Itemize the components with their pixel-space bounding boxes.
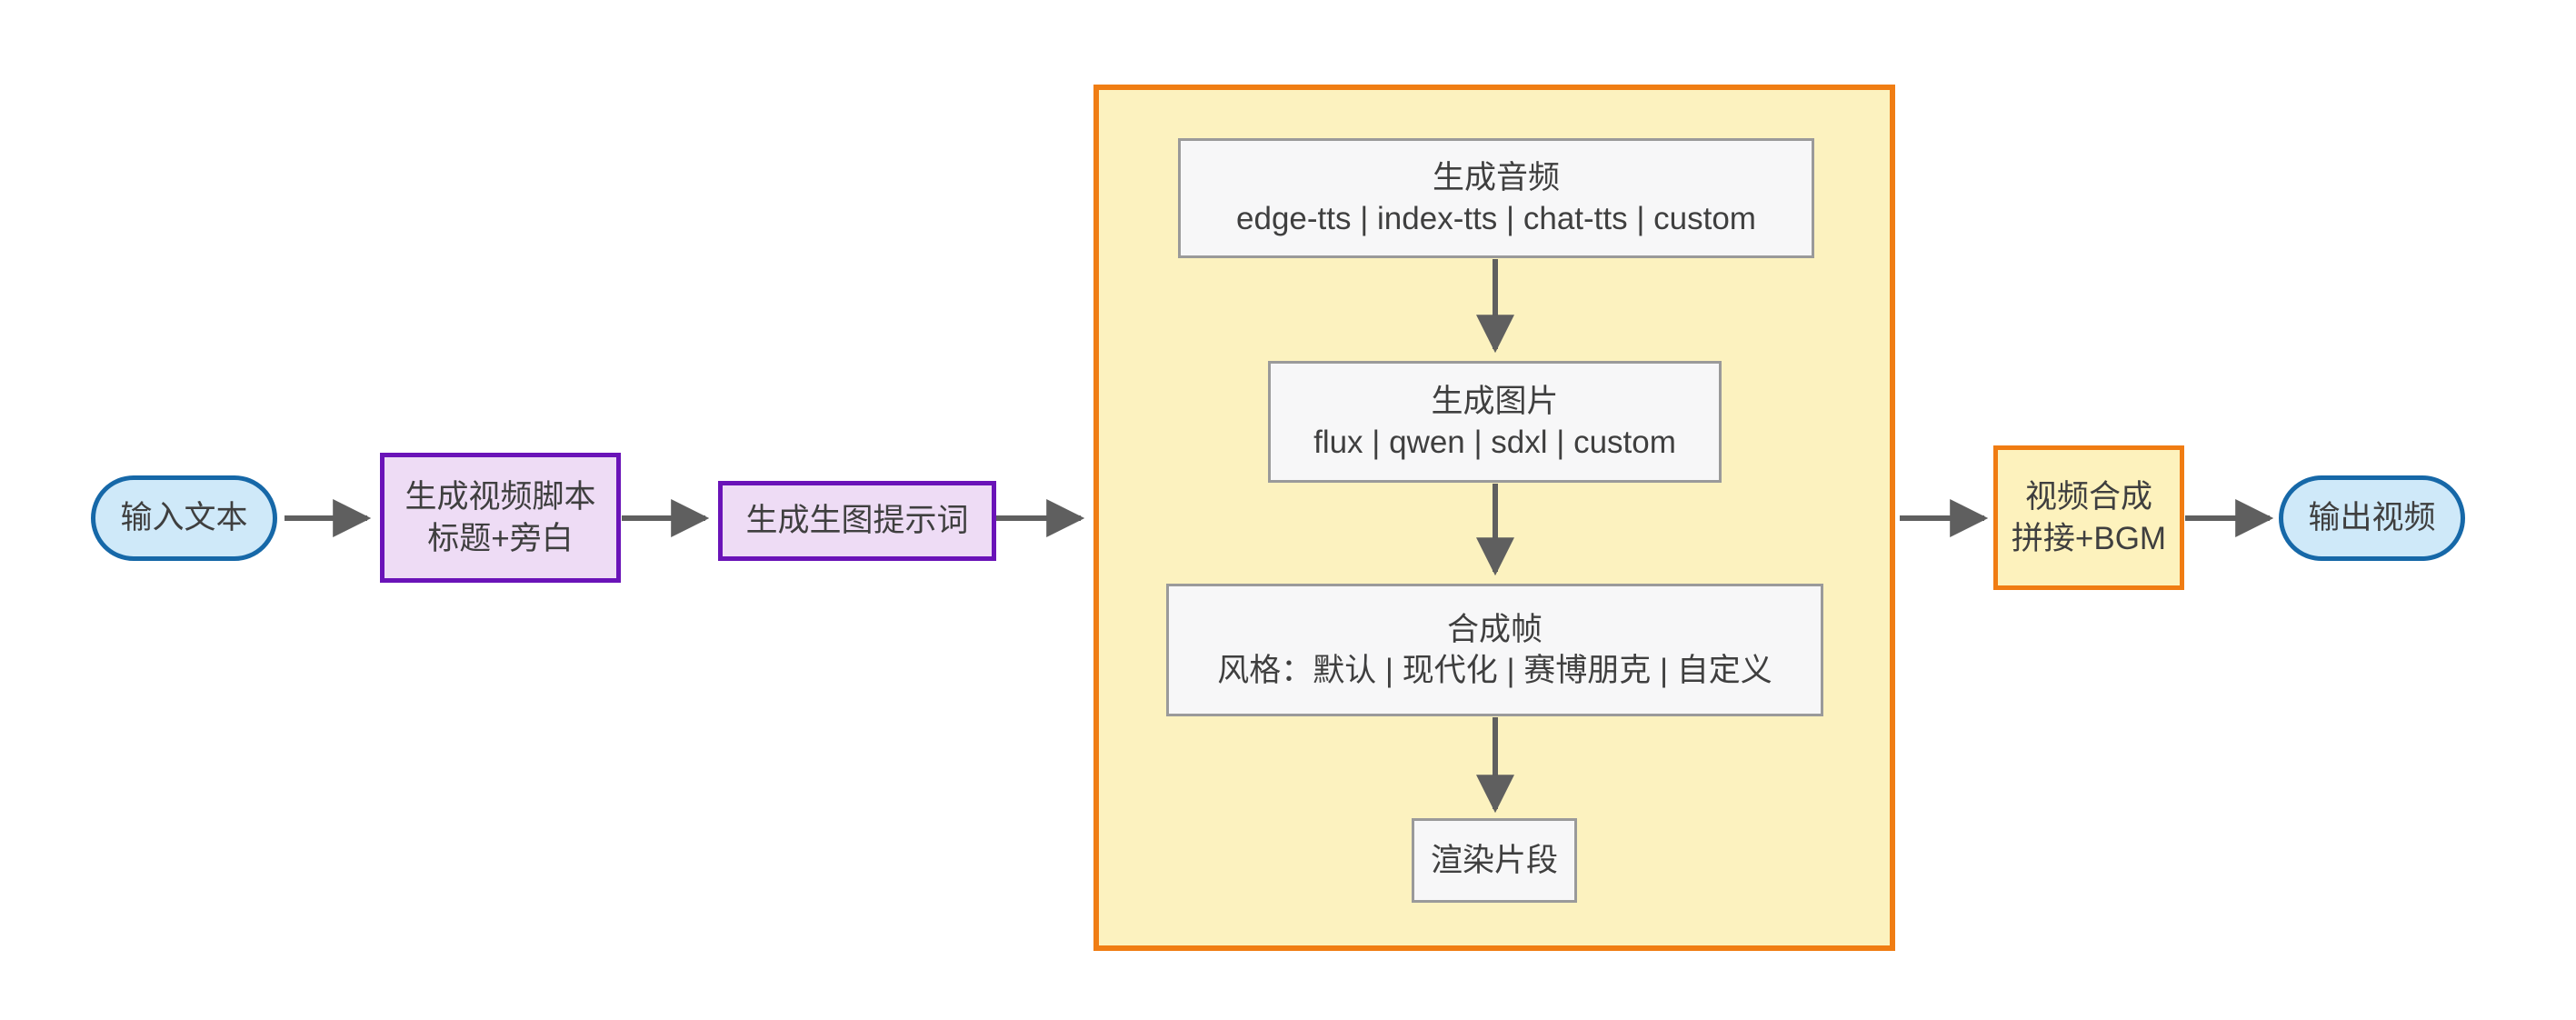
- node-generate-image-prompt-label: 生成生图提示词: [745, 503, 969, 539]
- node-generate-audio-line2: edge-tts | index-tts | chat-tts | custom: [1236, 201, 1756, 236]
- node-render-clip[interactable]: 渲染片段: [1412, 818, 1577, 903]
- node-generate-audio-line1: 生成音频: [1432, 159, 1560, 195]
- node-compose-frame[interactable]: 合成帧 风格：默认 | 现代化 | 赛博朋克 | 自定义: [1166, 584, 1823, 716]
- node-generate-script-line2: 标题+旁白: [427, 520, 574, 556]
- node-render-clip-label: 渲染片段: [1430, 842, 1558, 878]
- node-compose-frame-line1: 合成帧: [1446, 611, 1543, 647]
- node-generate-script[interactable]: 生成视频脚本 标题+旁白: [380, 453, 621, 583]
- node-compose-frame-line2: 风格：默认 | 现代化 | 赛博朋克 | 自定义: [1217, 653, 1772, 688]
- node-generate-audio[interactable]: 生成音频 edge-tts | index-tts | chat-tts | c…: [1178, 138, 1814, 258]
- node-generate-image-line1: 生成图片: [1431, 383, 1559, 419]
- node-generate-image-line2: flux | qwen | sdxl | custom: [1313, 425, 1676, 460]
- node-input-text-label: 输入文本: [120, 500, 248, 536]
- node-input-text[interactable]: 输入文本: [91, 475, 277, 561]
- node-video-merge-line1: 视频合成: [2024, 479, 2152, 515]
- node-output-video[interactable]: 输出视频: [2279, 475, 2465, 561]
- node-generate-image[interactable]: 生成图片 flux | qwen | sdxl | custom: [1268, 361, 1722, 483]
- node-generate-image-prompt[interactable]: 生成生图提示词: [718, 481, 996, 561]
- node-output-video-label: 输出视频: [2308, 500, 2436, 536]
- node-video-merge-line2: 拼接+BGM: [2011, 520, 2167, 556]
- node-video-merge[interactable]: 视频合成 拼接+BGM: [1993, 445, 2184, 590]
- node-generate-script-line1: 生成视频脚本: [404, 479, 596, 515]
